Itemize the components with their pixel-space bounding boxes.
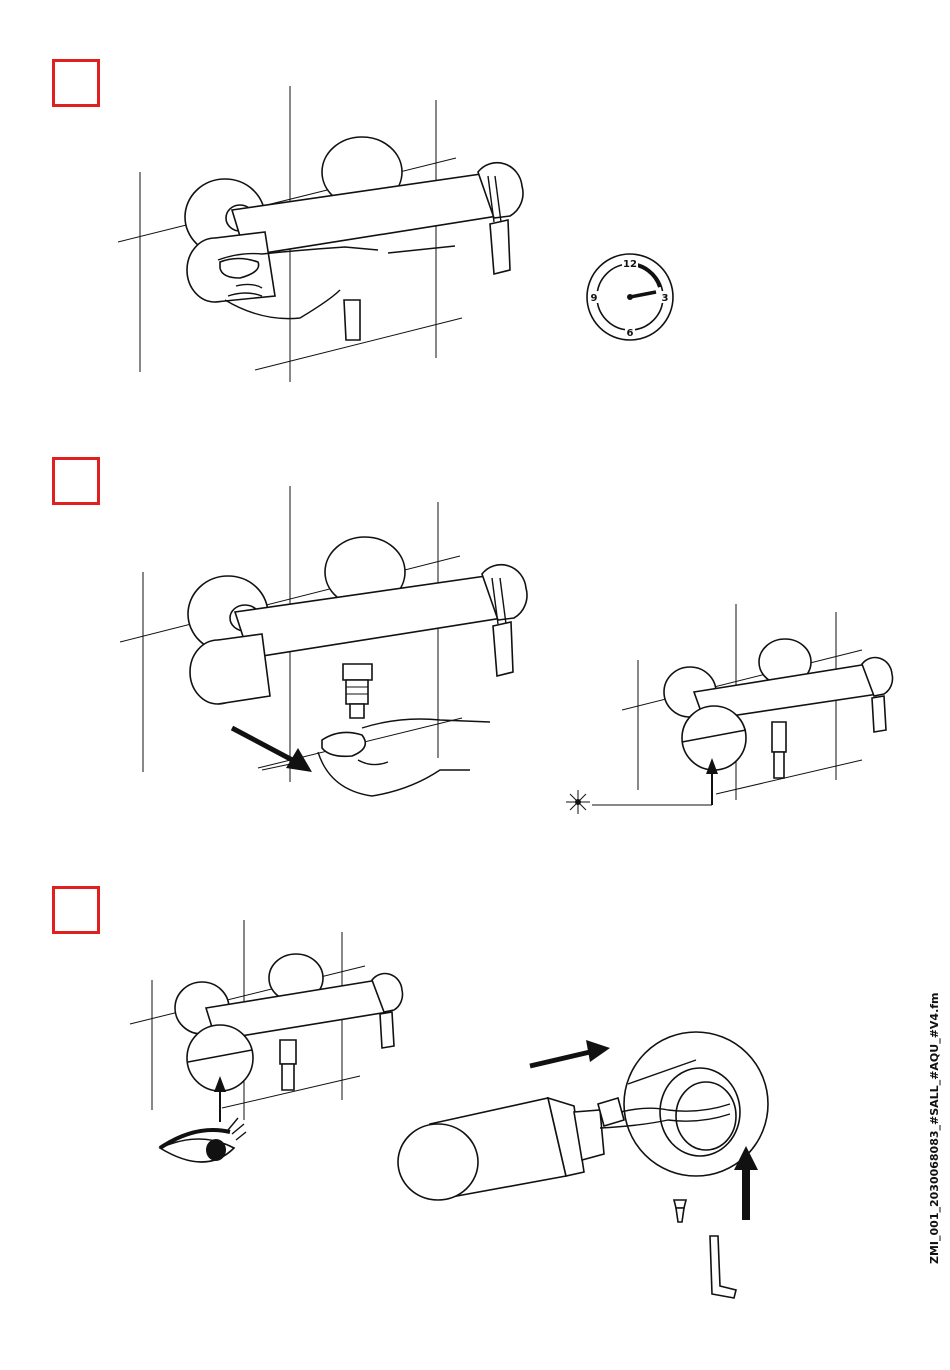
dial-label-6: 6 [627, 328, 634, 339]
dial-label-9: 9 [591, 293, 598, 304]
light-sensor-icon [566, 790, 590, 814]
allen-key-icon [710, 1236, 736, 1298]
step-1-illustration [118, 86, 523, 382]
screw-icon [674, 1200, 686, 1222]
dial-label-12: 12 [623, 259, 637, 270]
eye-icon [160, 1118, 246, 1162]
step-3-illustration [130, 920, 403, 1162]
step-2-detail-illustration [566, 604, 893, 814]
step-2-illustration [120, 486, 527, 796]
rotation-dial-icon: 12 3 6 9 [587, 254, 673, 340]
step-3-assembly-illustration [398, 1032, 768, 1298]
document-code: ZMI_001_2030068083_#SALL_#AQU_#V4.fm [928, 992, 941, 1264]
dial-label-3: 3 [662, 293, 669, 304]
